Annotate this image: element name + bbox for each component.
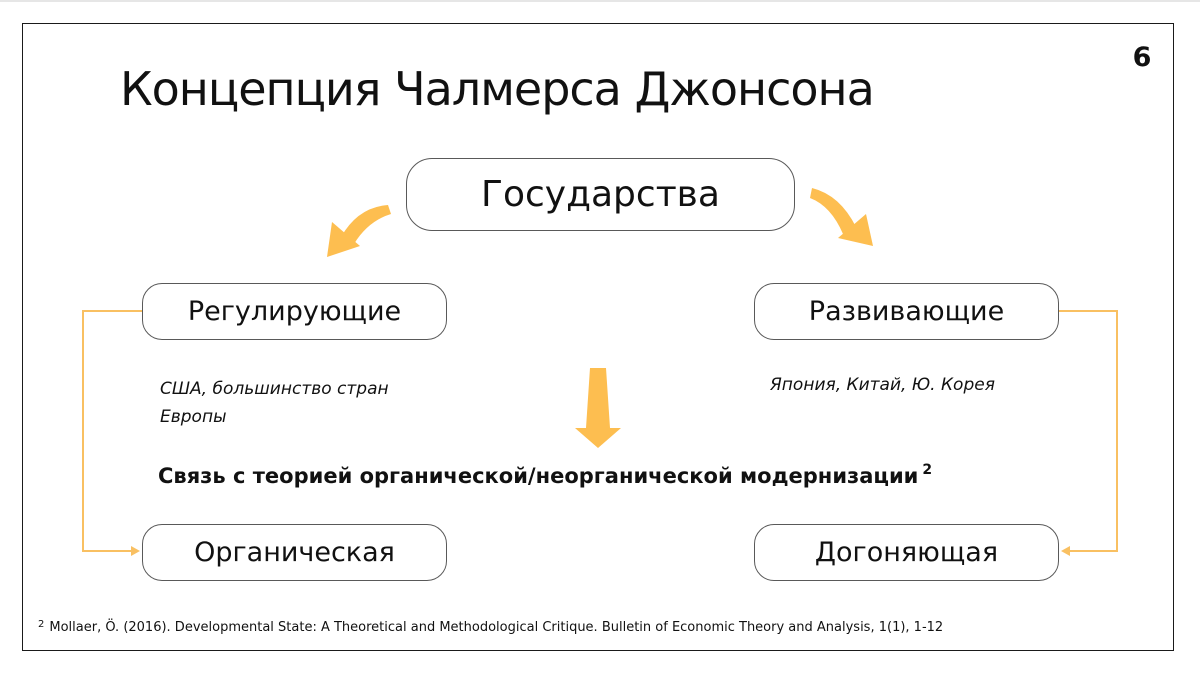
bracket-connector-left-head [131, 546, 140, 556]
node-states: Государства [406, 158, 795, 231]
curved-arrow-right-head [838, 214, 873, 246]
node-regulating: Регулирующие [142, 283, 447, 340]
down-arrow-center-shape [575, 368, 621, 448]
node-organic-label: Органическая [194, 537, 395, 568]
node-catching-up: Догоняющая [754, 524, 1059, 581]
bracket-connector-left [82, 310, 142, 556]
curved-arrow-left-head [327, 222, 360, 257]
connection-footnote-ref: 2 [922, 462, 933, 478]
curved-arrow-right [810, 188, 873, 246]
down-arrow-center [575, 368, 621, 448]
curved-arrow-left [327, 205, 391, 257]
top-rule [0, 0, 1200, 2]
node-organic: Органическая [142, 524, 447, 581]
slide-number: 6 [1132, 42, 1152, 73]
node-regulating-label: Регулирующие [187, 296, 402, 327]
bracket-connector-right-line [1059, 310, 1118, 552]
footnote-mark: 2 [38, 619, 45, 630]
developmental-examples: Япония, Китай, Ю. Корея [770, 375, 995, 395]
node-states-label: Государства [481, 174, 720, 215]
bracket-connector-right-head [1061, 546, 1070, 556]
curved-arrow-right-shaft [810, 188, 856, 234]
connection-statement-text: Связь с теорией органической/неорганичес… [158, 464, 919, 488]
node-developmental: Развивающие [754, 283, 1059, 340]
footnote-text: Mollaer, Ö. (2016). Developmental State:… [49, 620, 944, 635]
footnote: 2 Mollaer, Ö. (2016). Developmental State… [38, 619, 943, 635]
bracket-connector-right [1059, 310, 1118, 556]
bracket-connector-left-line [82, 310, 142, 552]
regulating-examples: США, большинство стран Европы [160, 379, 389, 427]
node-catching-up-label: Догоняющая [814, 537, 999, 568]
curved-arrow-left-shaft [341, 205, 391, 244]
connection-statement: Связь с теорией органической/неорганичес… [158, 462, 932, 488]
node-developmental-label: Развивающие [808, 296, 1005, 327]
slide-title: Концепция Чалмерса Джонсона [120, 62, 875, 116]
